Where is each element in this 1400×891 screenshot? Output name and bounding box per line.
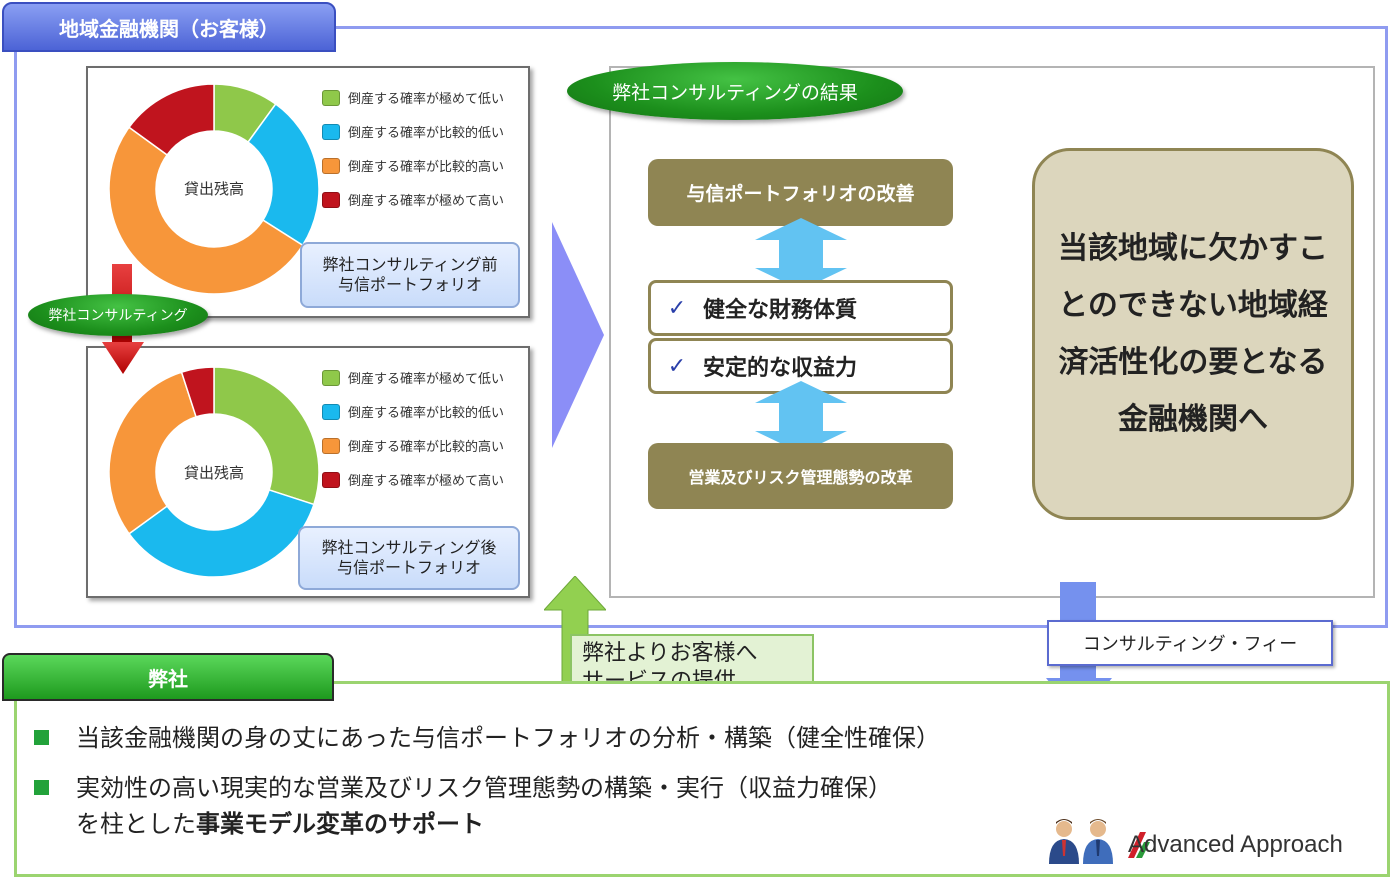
double-arrow-bottom xyxy=(755,381,847,453)
legend-swatch xyxy=(322,437,340,454)
after-legend-item: 倒産する確率が極めて高い xyxy=(322,470,504,489)
legend-swatch xyxy=(322,471,340,488)
before-center-label: 貸出残高 xyxy=(184,180,244,198)
legend-swatch xyxy=(322,403,340,420)
check-row-financial: ✓ 健全な財務体質 xyxy=(648,280,953,336)
before-legend-item: 倒産する確率が極めて高い xyxy=(322,190,504,209)
after-portfolio-panel: 貸出残高 倒産する確率が極めて低い倒産する確率が比較的低い倒産する確率が比較的高… xyxy=(86,346,530,598)
legend-label: 倒産する確率が極めて高い xyxy=(348,474,505,489)
before-legend-item: 倒産する確率が極めて低い xyxy=(322,88,504,107)
bullet-text-2-line1: 実効性の高い現実的な営業及びリスク管理態勢の構築・実行（収益力確保） xyxy=(76,774,892,802)
people-icon xyxy=(1049,819,1113,864)
before-caption: 弊社コンサルティング前 与信ポートフォリオ xyxy=(300,242,520,308)
check-label-revenue: 安定的な収益力 xyxy=(703,356,858,381)
legend-label: 倒産する確率が極めて高い xyxy=(348,194,505,209)
check-icon: ✓ xyxy=(667,295,687,321)
legend-label: 倒産する確率が極めて低い xyxy=(348,92,505,107)
after-segment-2 xyxy=(128,488,315,578)
after-center-label: 貸出残高 xyxy=(184,464,244,482)
after-segment-3 xyxy=(108,371,198,535)
legend-label: 倒産する確率が比較的低い xyxy=(348,126,505,141)
legend-swatch xyxy=(322,89,340,106)
legend-label: 倒産する確率が比較的低い xyxy=(348,406,505,421)
before-segment-3 xyxy=(108,126,304,295)
check-label-financial: 健全な財務体質 xyxy=(703,298,858,323)
client-tab: 地域金融機関（お客様） xyxy=(2,2,336,52)
before-caption-line1: 弊社コンサルティング前 xyxy=(322,255,498,274)
sales-risk-reform-box: 営業及びリスク管理態勢の改革 xyxy=(648,443,953,509)
before-caption-line2: 与信ポートフォリオ xyxy=(337,275,482,294)
after-segment-1 xyxy=(213,366,320,506)
outcome-box: 当該地域に欠かすことのできない地域経済活性化の要となる金融機関へ xyxy=(1032,148,1354,520)
before-legend-item: 倒産する確率が比較的高い xyxy=(322,156,504,175)
before-legend-item: 倒産する確率が比較的低い xyxy=(322,122,504,141)
bullet-text-2-prefix: を柱とした xyxy=(76,810,196,838)
check-icon: ✓ xyxy=(667,353,687,379)
bullet-square-icon xyxy=(34,730,49,745)
after-legend-item: 倒産する確率が比較的低い xyxy=(322,402,504,421)
before-donut-chart: 貸出残高 xyxy=(108,83,320,295)
legend-label: 倒産する確率が比較的高い xyxy=(348,160,505,175)
fee-label: コンサルティング・フィー xyxy=(1047,620,1333,666)
after-legend-item: 倒産する確率が極めて低い xyxy=(322,368,504,387)
bullet-item-2: 実効性の高い現実的な営業及びリスク管理態勢の構築・実行（収益力確保） を柱とした… xyxy=(34,770,1334,842)
legend-label: 倒産する確率が比較的高い xyxy=(348,440,505,455)
right-arrow-1 xyxy=(552,222,604,448)
legend-swatch xyxy=(322,157,340,174)
after-donut-chart: 貸出残高 xyxy=(108,366,320,578)
bullet-square-icon xyxy=(34,780,49,795)
bullet-text-2-emphasis: 事業モデル変革のサポート xyxy=(196,810,484,838)
legend-swatch xyxy=(322,369,340,386)
company-frame xyxy=(14,681,1390,877)
double-arrow-top xyxy=(755,218,847,290)
before-segment-2 xyxy=(247,103,320,247)
consulting-ellipse: 弊社コンサルティング xyxy=(28,294,208,336)
bullet-item-1: 当該金融機関の身の丈にあった与信ポートフォリオの分析・構築（健全性確保） xyxy=(34,720,1334,756)
after-caption-line1: 弊社コンサルティング後 xyxy=(321,538,497,557)
portfolio-improvement-box: 与信ポートフォリオの改善 xyxy=(648,159,953,226)
after-caption-line2: 与信ポートフォリオ xyxy=(336,558,481,577)
bullet-text-1: 当該金融機関の身の丈にあった与信ポートフォリオの分析・構築（健全性確保） xyxy=(76,724,940,752)
after-legend-item: 倒産する確率が比較的高い xyxy=(322,436,504,455)
company-logo: Advanced Approach xyxy=(1046,818,1376,866)
legend-swatch xyxy=(322,123,340,140)
legend-swatch xyxy=(322,191,340,208)
service-line1: 弊社よりお客様へ xyxy=(582,641,758,666)
brand-name: Advanced Approach xyxy=(1128,831,1343,858)
company-tab: 弊社 xyxy=(2,653,334,701)
before-portfolio-panel: 貸出残高 倒産する確率が極めて低い倒産する確率が比較的低い倒産する確率が比較的高… xyxy=(86,66,530,318)
after-caption: 弊社コンサルティング後 与信ポートフォリオ xyxy=(298,526,520,590)
before-segment-4 xyxy=(128,83,215,156)
brand-wordmark: Advanced Approach xyxy=(1128,831,1343,858)
result-header: 弊社コンサルティングの結果 xyxy=(567,62,903,120)
legend-label: 倒産する確率が極めて低い xyxy=(348,372,505,387)
after-segment-4 xyxy=(180,366,215,418)
